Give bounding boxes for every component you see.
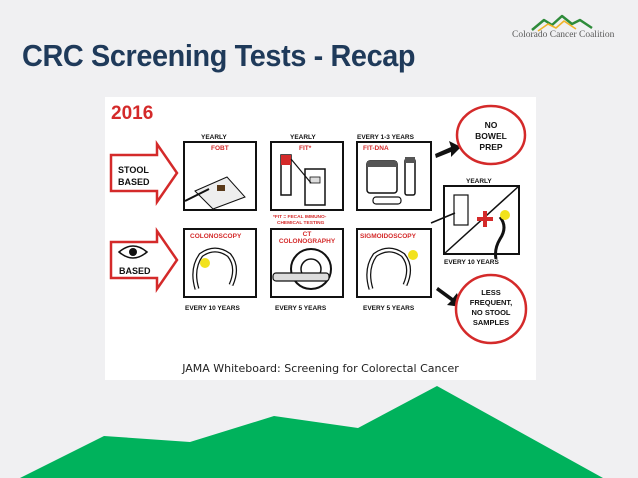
slide-title: CRC Screening Tests - Recap: [22, 38, 416, 73]
whiteboard-image: 2016 STOOL BASED BASED YEARLY YEARLY EVE…: [105, 97, 536, 380]
green-mountain-decoration: [20, 386, 603, 478]
eye-based-arrow: BASED: [109, 226, 179, 294]
fit-box: FIT*: [270, 141, 344, 211]
ct-colonography-box: CT COLONOGRAPHY: [270, 228, 344, 298]
eye-based-label: BASED: [119, 266, 151, 276]
fit-dna-box: FIT-DNA: [356, 141, 432, 211]
fit-dna-frequency: EVERY 1-3 YEARS: [357, 134, 415, 141]
arrow-to-less-frequent: [436, 287, 461, 307]
fobt-box: FOBT: [183, 141, 257, 211]
whiteboard-drawing: 2016 STOOL BASED BASED YEARLY YEARLY EVE…: [109, 103, 528, 345]
less-frequent-bubble: LESS FREQUENT, NO STOOL SAMPLES: [454, 273, 528, 345]
ct-label: CT: [303, 231, 312, 238]
arrow-to-no-prep: [435, 141, 461, 158]
combo-bottom-frequency: EVERY 10 YEARS: [444, 259, 499, 266]
whiteboard-caption: JAMA Whiteboard: Screening for Colorecta…: [182, 362, 459, 375]
colonoscopy-label: COLONOSCOPY: [190, 233, 242, 240]
fobt-label: FOBT: [211, 145, 229, 152]
sigmoidoscopy-box: SIGMOIDOSCOPY: [356, 228, 432, 298]
fit-footnote-line1: *FIT = FECAL IMMUNO-: [273, 214, 327, 220]
less-frequent-line3: NO STOOL: [471, 308, 510, 317]
colonoscopy-frequency: EVERY 10 YEARS: [185, 305, 240, 312]
eye-icon: [117, 245, 149, 259]
fit-footnote-line2: CHEMICAL TESTING: [277, 220, 325, 226]
stool-based-arrow: STOOL BASED: [109, 139, 179, 207]
colonography-label: COLONOGRAPHY: [279, 238, 336, 245]
less-frequent-line4: SAMPLES: [473, 318, 509, 327]
fobt-frequency: YEARLY: [201, 134, 227, 141]
fit-dna-label: FIT-DNA: [363, 145, 389, 152]
fit-frequency: YEARLY: [290, 134, 316, 141]
colonoscopy-box: COLONOSCOPY: [183, 228, 257, 298]
fit-label: FIT*: [299, 145, 312, 152]
less-frequent-line1: LESS: [481, 288, 501, 297]
no-bowel-prep-bubble: NO BOWEL PREP: [455, 104, 527, 166]
no-prep-line3: PREP: [479, 142, 502, 152]
logo-text: Colorado Cancer Coalition: [512, 30, 615, 40]
combo-test-box: [430, 185, 520, 260]
ct-frequency: EVERY 5 YEARS: [275, 305, 327, 312]
colorado-cancer-coalition-logo: Colorado Cancer Coalition: [512, 14, 636, 42]
no-prep-line1: NO: [485, 120, 498, 130]
mountain-logo-icon: [531, 14, 593, 32]
combo-top-frequency: YEARLY: [466, 178, 492, 185]
sigmoidoscopy-label: SIGMOIDOSCOPY: [360, 233, 417, 240]
year-label: 2016: [111, 103, 153, 124]
no-prep-line2: BOWEL: [475, 131, 507, 141]
sigmoidoscopy-frequency: EVERY 5 YEARS: [363, 305, 415, 312]
stool-label: STOOL: [118, 165, 149, 175]
less-frequent-line2: FREQUENT,: [470, 298, 513, 307]
based-label: BASED: [118, 177, 150, 187]
